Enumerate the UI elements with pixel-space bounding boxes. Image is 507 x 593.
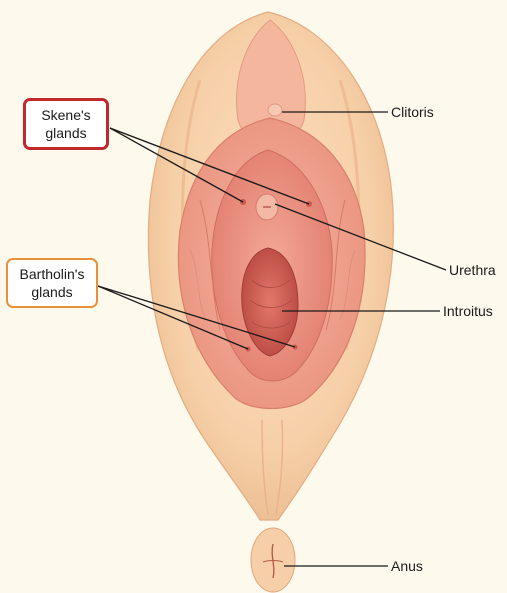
skenes-line2: glands [45,124,86,142]
skenes-glands-callout: Skene's glands [23,98,109,150]
clitoris-shape [268,104,282,116]
skenes-line1: Skene's [41,106,90,124]
clitoris-label: Clitoris [391,104,434,121]
urethra-label: Urethra [449,262,496,279]
anus-label: Anus [391,558,423,575]
bartholins-line1: Bartholin's [20,265,85,283]
bartholins-line2: glands [31,283,72,301]
bartholins-glands-callout: Bartholin's glands [6,258,98,308]
introitus-label: Introitus [443,303,493,320]
